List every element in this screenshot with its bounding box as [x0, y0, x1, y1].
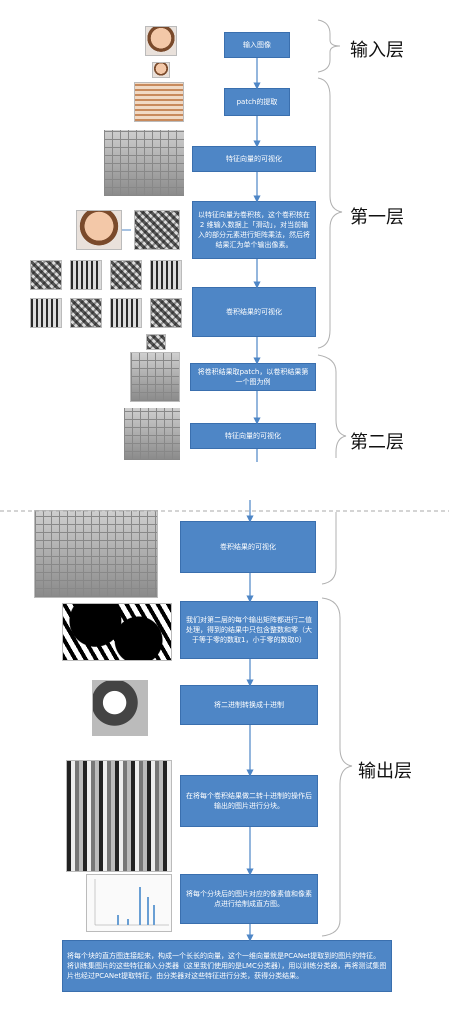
step-patch-extract-text: patch的提取 — [236, 98, 278, 106]
step-vis-conv-2-text: 卷积结果的可视化 — [220, 543, 276, 551]
layer-label-second: 第二层 — [350, 432, 404, 453]
step-patch-from-conv-text: 将卷积结果取patch，以卷积结果第一个图为例 — [197, 368, 309, 386]
histogram-thumb-svg — [94, 879, 169, 926]
step-input-image: 输入图像 — [224, 32, 290, 58]
decimal-image — [92, 680, 148, 736]
patch-grid-image — [134, 82, 184, 122]
step-patch-from-conv: 将卷积结果取patch，以卷积结果第一个图为例 — [190, 363, 316, 391]
second-layer-patch-grid — [130, 352, 180, 402]
conv-result-2 — [70, 260, 102, 290]
step-binarize-text: 我们对第二层的每个输出矩阵都进行二值处理，得到的结果中只包含整数和零（大于等于零… — [186, 616, 312, 644]
conv-result-7 — [110, 298, 142, 328]
step-conv-explain: 以特征向量为卷积核，这个卷积核在 2 维输入数据上「滑动」，对当前输入的部分元素… — [192, 201, 316, 259]
input-face-image-small — [152, 62, 170, 78]
histogram-thumbnail — [86, 874, 172, 932]
conv-result-grid-2 — [34, 510, 158, 598]
conv-result-1 — [30, 260, 62, 290]
step-blocking-text: 在将每个卷积结果做二转十进制的操作后输出的图片进行分块。 — [186, 792, 312, 810]
final-summary-text: 将每个块的直方图连接起来，构成一个长长的向量，这个一维向量就是PCANet提取到… — [67, 952, 387, 980]
layer-label-input: 输入层 — [350, 40, 404, 61]
layer-label-first: 第一层 — [350, 207, 404, 228]
conv-input-face — [76, 210, 122, 250]
conv-kernel-image — [134, 210, 180, 250]
layer-label-output: 输出层 — [358, 761, 412, 782]
final-summary-box: 将每个块的直方图连接起来，构成一个长长的向量，这个一维向量就是PCANet提取到… — [62, 940, 392, 992]
second-layer-input-thumb — [146, 334, 166, 350]
step-patch-extract: patch的提取 — [224, 88, 290, 116]
step-histogram-text: 将每个分块后的图片对应的像素值和像素点进行绘制成直方图。 — [186, 890, 312, 908]
step-vis-feature-vec-1: 特征向量的可视化 — [192, 146, 316, 172]
step-vis-feature-vec-2-text: 特征向量的可视化 — [225, 432, 281, 440]
feature-vector-grid-1 — [104, 130, 184, 196]
step-bin-to-dec-text: 将二进制转换成十进制 — [214, 701, 284, 709]
step-vis-feature-vec-2: 特征向量的可视化 — [190, 423, 316, 449]
step-histogram: 将每个分块后的图片对应的像素值和像素点进行绘制成直方图。 — [180, 874, 318, 924]
conv-result-4 — [150, 260, 182, 290]
conv-result-8 — [150, 298, 182, 328]
step-conv-explain-text: 以特征向量为卷积核，这个卷积核在 2 维输入数据上「滑动」，对当前输入的部分元素… — [198, 211, 310, 249]
feature-vector-grid-2 — [124, 408, 180, 460]
step-vis-feature-vec-1-text: 特征向量的可视化 — [226, 155, 282, 163]
block-image-grid — [66, 760, 172, 872]
binary-image-grid — [62, 603, 172, 661]
step-binarize: 我们对第二层的每个输出矩阵都进行二值处理，得到的结果中只包含整数和零（大于等于零… — [180, 601, 318, 659]
step-blocking: 在将每个卷积结果做二转十进制的操作后输出的图片进行分块。 — [180, 775, 318, 827]
input-face-image-large — [145, 26, 177, 56]
conv-result-3 — [110, 260, 142, 290]
conv-result-6 — [70, 298, 102, 328]
conv-result-5 — [30, 298, 62, 328]
step-bin-to-dec: 将二进制转换成十进制 — [180, 685, 318, 725]
step-vis-conv-1-text: 卷积结果的可视化 — [226, 308, 282, 316]
step-vis-conv-2: 卷积结果的可视化 — [180, 521, 316, 573]
step-input-image-text: 输入图像 — [243, 41, 271, 49]
step-vis-conv-1: 卷积结果的可视化 — [192, 287, 316, 337]
